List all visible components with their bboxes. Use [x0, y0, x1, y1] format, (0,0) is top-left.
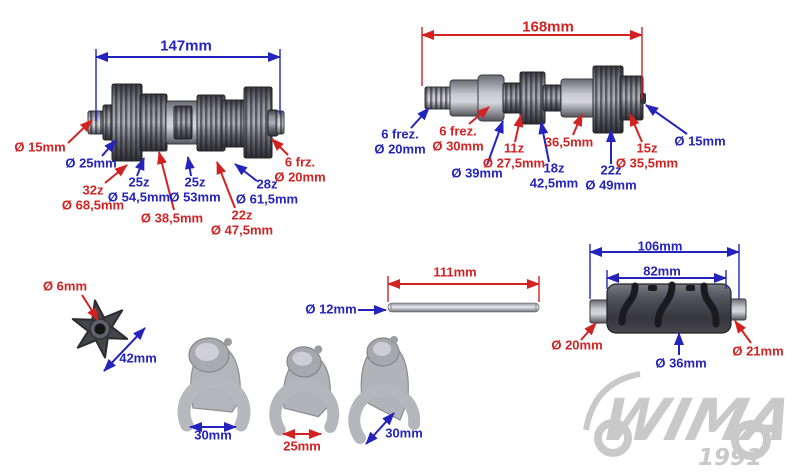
label-mainshaft-collar-dia: Ø 39mm — [451, 165, 503, 181]
label-mainshaft-sleeve-width: 36,5mm — [544, 134, 594, 150]
drum-length-dim: 106mm — [637, 238, 683, 254]
label-countershaft-sleeve-dia: Ø 38,5mm — [140, 210, 204, 226]
watermark-year-text: 1991 — [698, 445, 762, 471]
label-countershaft-shaft-dia: Ø 15mm — [14, 139, 66, 155]
watermark-rear-wheel — [594, 419, 632, 457]
countershaft-length-dim: 147mm — [160, 37, 212, 55]
label-mainshaft-spline-end-left: 6 frez.Ø 20mm — [374, 126, 426, 156]
drum-body-dim: 82mm — [643, 263, 681, 279]
watermark-logo: WIMA 1991 — [583, 371, 800, 471]
watermark-front-wheel — [731, 420, 771, 460]
shift-fork-3-photo — [348, 336, 421, 444]
drum-left-stub-dim: Ø 20mm — [551, 337, 603, 353]
shift-fork-1-photo — [177, 337, 251, 432]
shift-rod-photo — [387, 302, 540, 313]
label-mainshaft-spline-collar: 6 frez.Ø 30mm — [432, 123, 484, 153]
watermark-swoosh — [583, 371, 641, 431]
watermark-brand-text: WIMA — [595, 386, 800, 454]
drum-right-stub-dim: Ø 21mm — [732, 343, 784, 359]
rod-length-dim: 111mm — [433, 264, 477, 280]
rod-diameter-dim: Ø 12mm — [305, 301, 357, 317]
star-width-dim: 42mm — [119, 350, 157, 366]
mainshaft-length-dim: 168mm — [522, 18, 574, 36]
shift-drum-photo — [589, 281, 747, 334]
fork-1-width-dim: 30mm — [194, 427, 232, 443]
label-countershaft-collar-dia: Ø 25mm — [65, 155, 117, 171]
fork-2-width-dim: 25mm — [283, 438, 321, 454]
shift-fork-2-photo — [269, 345, 340, 436]
countershaft-photo — [87, 83, 285, 162]
label-countershaft-spline-end: 6 frz.Ø 20mm — [274, 154, 326, 184]
star-hole-dim: Ø 6mm — [42, 278, 88, 294]
dimension-arrows — [67, 27, 752, 445]
label-mainshaft-shaft-dia: Ø 15mm — [674, 133, 726, 149]
fork-3-width-dim: 30mm — [385, 425, 423, 441]
drum-center-dia-dim: Ø 36mm — [655, 355, 707, 371]
